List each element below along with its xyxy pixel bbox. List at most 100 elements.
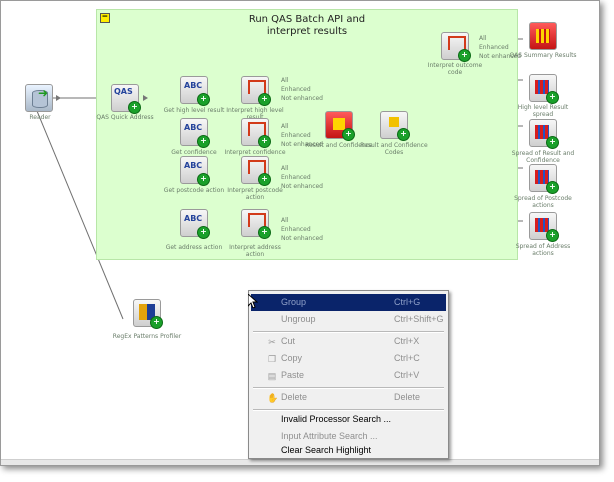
group-collapse-button[interactable]: − (100, 13, 110, 23)
output-enhanced-label: Enhanced (281, 86, 311, 93)
spread-address-actions-label: Spread of Address actions (515, 243, 571, 257)
interpret-address-action-processor[interactable]: + (241, 209, 271, 239)
menu-item-clear-search-highlight-label: Clear Search Highlight (281, 445, 372, 455)
menu-item-cut[interactable]: ✂ Cut Ctrl+X (251, 333, 446, 350)
qas-summary-results-processor[interactable] (529, 22, 557, 50)
menu-item-ungroup[interactable]: Ungroup Ctrl+Shift+G (251, 311, 446, 328)
interpret-confidence-label: Interpret confidence (224, 149, 286, 156)
get-confidence-label: Get confidence (171, 149, 217, 156)
process-badge-icon: + (197, 135, 210, 148)
reader-processor[interactable]: ➜ (25, 84, 53, 112)
spread-result-confidence-label: Spread of Result and Confidence (511, 150, 575, 164)
output-all-label: All (281, 77, 289, 84)
spread-postcode-actions-processor[interactable]: + (529, 164, 559, 194)
menu-item-group[interactable]: Group Ctrl+G (251, 294, 446, 311)
output-enhanced-label: Enhanced (281, 174, 311, 181)
regex-icon (139, 304, 155, 320)
result-and-confidence-codes-label: Result and Confidence Codes (360, 142, 428, 156)
result-and-confidence-codes-processor[interactable]: + (380, 111, 410, 141)
qas-quick-address-processor[interactable]: QAS + (111, 84, 141, 114)
mouse-pointer-icon (248, 294, 258, 308)
get-address-action-label: Get address action (165, 244, 223, 251)
result-and-confidence-processor[interactable]: + (325, 111, 355, 141)
process-badge-icon: + (258, 93, 271, 106)
interpret-outcome-code-label: Interpret outcome code (427, 62, 483, 76)
spread-postcode-actions-label: Spread of Postcode actions (514, 195, 572, 209)
menu-item-invalid-processor-search[interactable]: Invalid Processor Search ... (251, 411, 446, 428)
interpret-confidence-processor[interactable]: + (241, 118, 271, 148)
interpret-postcode-action-label: Interpret postcode action (227, 187, 283, 201)
interpret-icon (248, 122, 266, 136)
output-enhanced-label: Enhanced (281, 132, 311, 139)
copy-icon: ❐ (267, 354, 277, 364)
regex-patterns-profiler-label: RegEx Patterns Profiler (112, 333, 182, 340)
process-badge-icon: + (546, 181, 559, 194)
high-level-result-spread-label: High level Result spread (517, 104, 569, 118)
bar-chart-icon (535, 125, 549, 139)
menu-item-copy-label: Copy (281, 353, 303, 363)
process-badge-icon: + (197, 93, 210, 106)
menu-item-copy-shortcut: Ctrl+C (394, 353, 420, 363)
bar-chart-icon (536, 29, 550, 43)
menu-item-group-label: Group (281, 297, 307, 307)
context-menu[interactable]: Group Ctrl+G Ungroup Ctrl+Shift+G ✂ Cut … (248, 290, 449, 459)
process-canvas[interactable]: − Run QAS Batch API and interpret result… (0, 0, 600, 466)
horizontal-scrollbar[interactable] (1, 459, 599, 465)
output-not-enhanced-label: Not enhanced (281, 95, 323, 102)
get-high-level-result-processor[interactable]: ABC + (180, 76, 210, 106)
blocks-icon (389, 117, 399, 127)
get-postcode-action-processor[interactable]: ABC + (180, 156, 210, 186)
output-enhanced-label: Enhanced (479, 44, 509, 51)
abc-icon: ABC (184, 123, 203, 132)
get-address-action-processor[interactable]: ABC + (180, 209, 210, 239)
menu-separator (253, 387, 444, 389)
menu-item-delete[interactable]: ✋ Delete Delete (251, 389, 446, 406)
interpret-high-level-result-processor[interactable]: + (241, 76, 271, 106)
qas-output-port[interactable] (143, 95, 148, 101)
interpret-high-level-result-label: Interpret high level result (226, 107, 284, 121)
menu-item-clear-search-highlight[interactable]: Clear Search Highlight (251, 442, 446, 459)
process-badge-icon: + (128, 101, 141, 114)
group-title-line-1: Run QAS Batch API and (248, 14, 366, 25)
menu-separator (253, 409, 444, 411)
group-title-line-2: interpret results (266, 26, 348, 37)
menu-item-ungroup-shortcut: Ctrl+Shift+G (394, 314, 444, 324)
high-level-result-spread-processor[interactable]: + (529, 74, 559, 104)
group-title: Run QAS Batch API and interpret results (97, 14, 517, 38)
abc-icon: ABC (184, 161, 203, 170)
process-badge-icon: + (258, 226, 271, 239)
menu-item-paste-label: Paste (281, 370, 305, 380)
interpret-icon (248, 160, 266, 174)
paste-icon: ▤ (267, 371, 277, 381)
menu-item-ungroup-label: Ungroup (281, 314, 316, 324)
regex-patterns-profiler-processor[interactable]: + (133, 299, 163, 329)
interpret-postcode-action-processor[interactable]: + (241, 156, 271, 186)
process-badge-icon: + (258, 173, 271, 186)
process-badge-icon: + (197, 226, 210, 239)
menu-item-invalid-processor-search-label: Invalid Processor Search ... (281, 414, 392, 424)
menu-item-input-attribute-search[interactable]: Input Attribute Search ... (251, 428, 446, 445)
output-all-label: All (281, 217, 289, 224)
menu-item-delete-label: Delete (281, 392, 308, 402)
process-badge-icon: + (150, 316, 163, 329)
spread-result-confidence-processor[interactable]: + (529, 119, 559, 149)
output-not-enhanced-label: Not enhanced (479, 53, 521, 60)
interpret-address-action-label: Interpret address action (229, 244, 281, 258)
get-confidence-processor[interactable]: ABC + (180, 118, 210, 148)
result-and-confidence-label: Result and Confidence (305, 142, 373, 149)
menu-item-paste[interactable]: ▤ Paste Ctrl+V (251, 367, 446, 384)
database-icon (32, 90, 48, 108)
interpret-outcome-code-processor[interactable]: + (441, 32, 471, 62)
output-not-enhanced-label: Not enhanced (281, 235, 323, 242)
output-all-label: All (281, 165, 289, 172)
menu-separator (253, 331, 444, 333)
process-badge-icon: + (546, 136, 559, 149)
interpret-icon (248, 80, 266, 94)
spread-address-actions-processor[interactable]: + (529, 212, 559, 242)
bar-chart-icon (535, 80, 549, 94)
process-badge-icon: + (258, 135, 271, 148)
menu-item-copy[interactable]: ❐ Copy Ctrl+C (251, 350, 446, 367)
process-badge-icon: + (458, 49, 471, 62)
reader-output-port[interactable] (56, 95, 61, 101)
menu-item-delete-shortcut: Delete (394, 392, 421, 402)
